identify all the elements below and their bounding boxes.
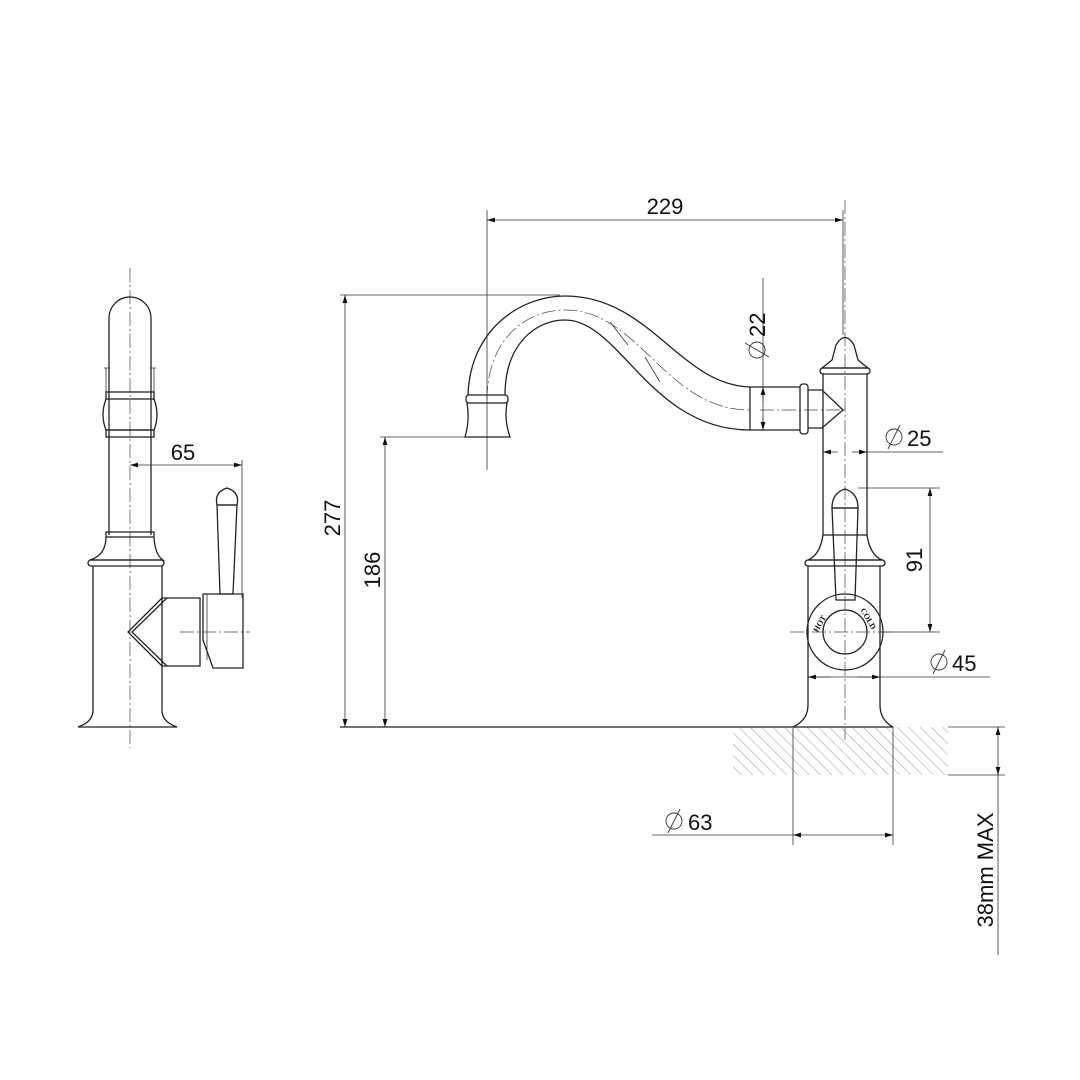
side-collar-ring: [105, 429, 155, 438]
side-spout-tube: [108, 296, 152, 535]
side-ring: [105, 391, 155, 400]
side-view: 65: [77, 268, 250, 748]
top-finial-ring: [819, 367, 871, 375]
front-view: HOT COLD: [340, 200, 948, 775]
dim-63-label: 63: [688, 810, 712, 835]
dim-277-label: 277: [320, 500, 345, 537]
spout-inner: [504, 319, 751, 431]
diameter-icon-slash: [932, 649, 946, 675]
top-finial: [820, 336, 870, 369]
dim-45-label: 45: [952, 651, 976, 676]
spout-connector: [749, 386, 800, 431]
lower-body: [792, 566, 894, 728]
hot-label: HOT: [811, 613, 828, 633]
side-flare: [89, 536, 166, 561]
dim-25-label: 25: [907, 426, 931, 451]
front-lever-cap: [831, 488, 859, 509]
dim-38-label: 38mm MAX: [973, 812, 998, 927]
spout-flange: [799, 383, 809, 435]
diameter-icon-slash: [667, 808, 681, 834]
body-flare-lip: [804, 559, 886, 567]
dim-22-label-group: 22: [744, 313, 770, 359]
dim-22-label: 22: [745, 313, 770, 337]
spout-cone: [808, 389, 844, 429]
dim-65-label: 65: [171, 440, 195, 465]
dimensions: 229 277 186 22 25 91: [320, 194, 1005, 955]
side-outlet: [162, 597, 201, 667]
dim-91-label: 91: [902, 548, 927, 572]
diameter-icon: [885, 428, 903, 446]
diameter-icon-slash: [887, 424, 901, 450]
dim-229-label: 229: [647, 194, 684, 219]
diameter-icon: [930, 653, 948, 671]
side-lever: [216, 504, 238, 595]
side-outlet-cone: [127, 597, 168, 667]
spout-centerline: [486, 309, 751, 411]
side-spout-clips: [104, 367, 156, 398]
dim-186-label: 186: [360, 552, 385, 589]
diameter-icon: [748, 341, 766, 359]
side-handle-hub: [202, 593, 244, 669]
side-lever-cap: [215, 487, 239, 506]
spout-outer: [467, 295, 751, 396]
spout-tip: [464, 402, 511, 438]
bench-hatch: [733, 727, 948, 775]
side-flare-lip: [87, 559, 165, 567]
spout-joints: [609, 321, 661, 383]
cold-label: COLD: [858, 606, 877, 631]
side-body: [77, 566, 178, 728]
side-flare-ring: [105, 531, 155, 538]
diameter-icon-slash: [744, 342, 770, 358]
diameter-icon: [665, 812, 683, 830]
upper-column: [822, 374, 868, 535]
